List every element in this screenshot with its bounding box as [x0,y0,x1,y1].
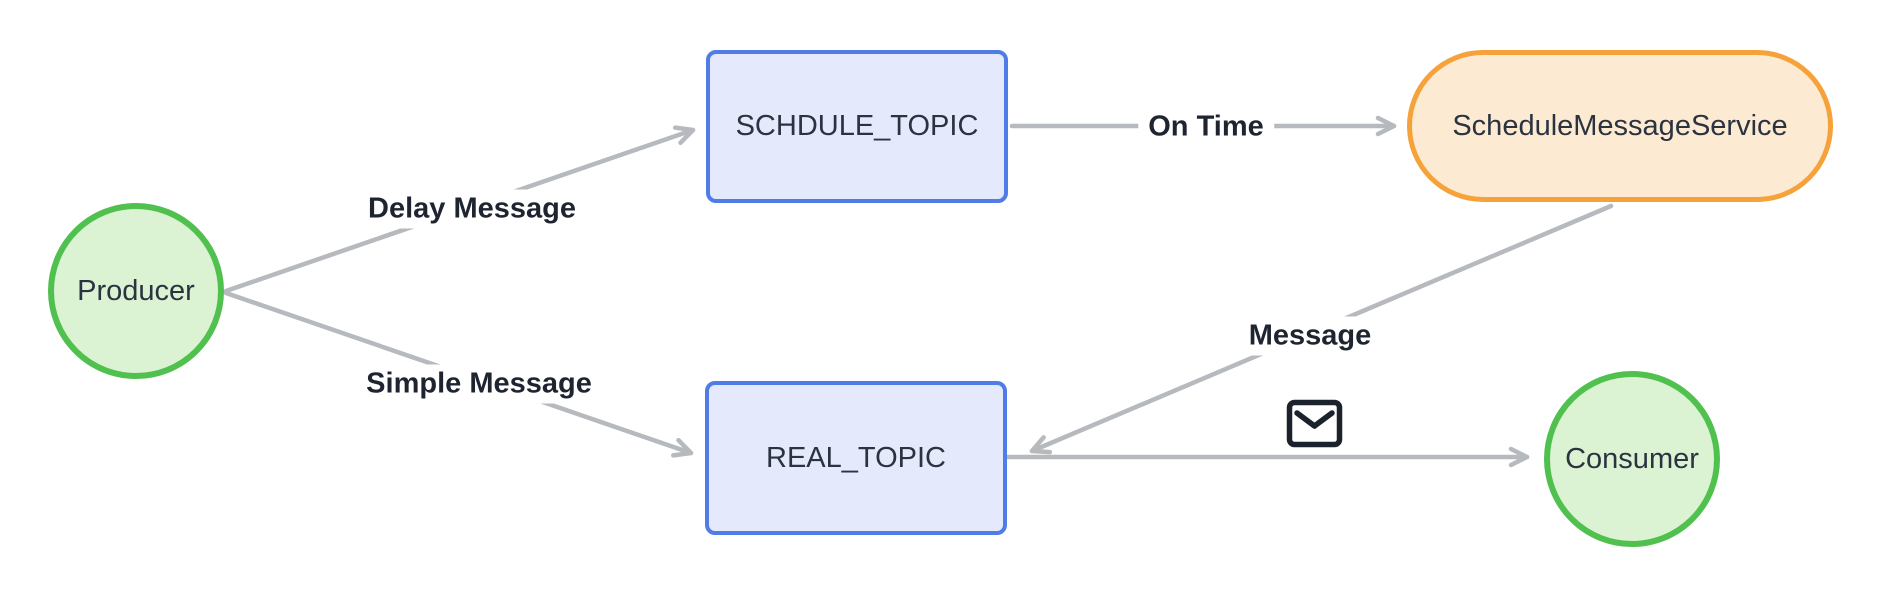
node-schedule-message-service: ScheduleMessageService [1407,50,1833,202]
envelope-icon [1286,399,1343,448]
node-consumer-label: Consumer [1565,442,1699,475]
edge-label-message: Message [1238,316,1382,356]
node-producer: Producer [48,203,224,379]
node-real-topic-label: REAL_TOPIC [766,441,946,474]
edge-label-on-time: On Time [1138,107,1274,147]
node-consumer: Consumer [1544,371,1720,547]
node-schdule-topic: SCHDULE_TOPIC [706,50,1008,203]
node-real-topic: REAL_TOPIC [705,381,1007,535]
node-producer-label: Producer [77,274,195,307]
edge-label-simple-message: Simple Message [356,364,602,404]
node-schdule-topic-label: SCHDULE_TOPIC [735,110,979,142]
edge-label-delay-message: Delay Message [358,189,586,229]
node-schedule-message-service-label: ScheduleMessageService [1452,109,1788,142]
